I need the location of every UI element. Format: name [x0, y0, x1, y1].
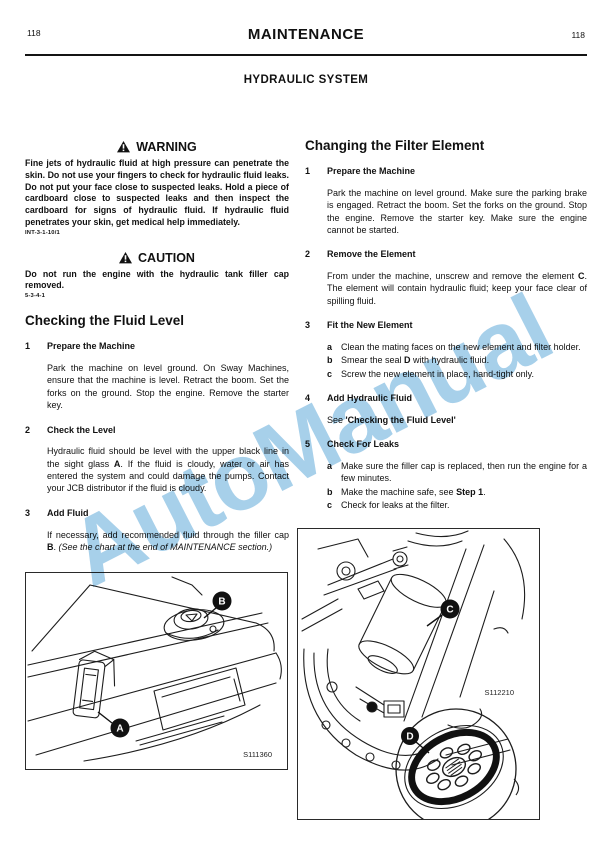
callout-filter-element: C: [426, 599, 460, 627]
step-check-for-leaks: 5 Check For Leaks a Make sure the filler…: [305, 439, 587, 511]
right-column: Changing the Filter Element 1 Prepare th…: [297, 136, 587, 820]
step-title: Fit the New Element: [327, 320, 413, 331]
step-title: Add Hydraulic Fluid: [327, 393, 413, 404]
step-prepare-machine-2: 1 Prepare the Machine Park the machine o…: [305, 166, 587, 236]
filter-element-illustration: S112210 C: [301, 529, 526, 819]
step-title: Remove the Element: [327, 249, 416, 260]
step-fit-new-element: 3 Fit the New Element a Clean the mating…: [305, 320, 587, 380]
step-number: 1: [25, 341, 31, 352]
step-title: Add Fluid: [47, 507, 89, 518]
heading-checking-fluid-level: Checking the Fluid Level: [25, 313, 185, 329]
step-title: Prepare the Machine: [47, 341, 136, 352]
page-number-right: 118: [571, 30, 585, 40]
step-number: 5: [305, 439, 311, 450]
warning-block: WARNING Fine jets of hydraulic fluid at …: [25, 140, 289, 236]
warning-code: INT-3-1-10/1: [25, 229, 60, 236]
figure-code-s111360: S111360: [243, 750, 272, 759]
step-number: 3: [305, 320, 311, 331]
sub-item-c: c Screw the new element in place, hand-t…: [327, 368, 534, 379]
step-prepare-machine: 1 Prepare the Machine Park the machine o…: [25, 341, 289, 411]
sub-item-b: b Smear the seal D with hydraulic fluid.: [327, 355, 490, 366]
page-number-left: 118: [27, 28, 41, 38]
section-title: HYDRAULIC SYSTEM: [243, 74, 369, 86]
step-body: From under the machine, unscrew and remo…: [327, 271, 587, 306]
step-check-level: 2 Check the Level Hydraulic fluid should…: [25, 425, 289, 495]
warning-label: WARNING: [136, 140, 197, 154]
fluid-level-illustration: B A S111360: [27, 576, 282, 762]
caution-block: CAUTION Do not run the engine with the h…: [25, 251, 289, 300]
step-title: Prepare the Machine: [327, 166, 416, 176]
sub-item-c: c Check for leaks at the filter.: [327, 500, 450, 511]
step-number: 2: [25, 424, 31, 435]
caution-heading: CAUTION: [25, 251, 289, 265]
callout-seal: D: [401, 726, 430, 754]
step-body: Hydraulic fluid should be level with the…: [47, 446, 289, 494]
left-column: WARNING Fine jets of hydraulic fluid at …: [25, 136, 289, 820]
caution-code: 5-3-4-1: [25, 293, 46, 300]
caution-text: Do not run the engine with the hydraulic…: [25, 268, 289, 291]
figure-label-c: C: [446, 604, 453, 615]
figure-label-b: B: [218, 597, 225, 608]
step-remove-element: 2 Remove the Element From under the mach…: [305, 249, 587, 307]
page-header: 118 MAINTENANCE 118: [25, 26, 587, 44]
step-add-hydraulic-fluid: 4 Add Hydraulic Fluid See 'Checking the …: [305, 393, 587, 426]
callout-filler-cap: B: [203, 591, 232, 619]
step-body: Park the machine on level ground. Make s…: [327, 187, 587, 235]
sub-item-a: a Clean the mating faces on the new elem…: [327, 341, 581, 352]
warning-text: Fine jets of hydraulic fluid at high pre…: [25, 158, 289, 227]
warning-triangle-icon: [117, 141, 131, 153]
caution-label: CAUTION: [138, 250, 195, 265]
figure-label-d: D: [406, 731, 413, 742]
header-rule: [25, 54, 587, 56]
warning-heading: WARNING: [25, 140, 289, 154]
step-number: 1: [305, 166, 311, 176]
sub-item-b: b Make the machine safe, see Step 1.: [327, 486, 486, 497]
step-body: If necessary, add recommended fluid thro…: [47, 529, 289, 552]
step-number: 2: [305, 249, 311, 260]
figure-filter-element: S112210 C: [297, 527, 540, 820]
step-title: Check the Level: [47, 424, 116, 435]
figure-label-a: A: [116, 724, 123, 735]
step-title: Check For Leaks: [327, 439, 400, 450]
two-column-layout: WARNING Fine jets of hydraulic fluid at …: [25, 136, 587, 820]
caution-triangle-icon: [119, 251, 133, 264]
step-add-fluid: 3 Add Fluid If necessary, add recommende…: [25, 508, 289, 554]
page-title: MAINTENANCE: [247, 26, 365, 43]
figure-fluid-level: B A S111360: [25, 572, 288, 771]
step-number: 3: [25, 507, 31, 518]
heading-changing-filter-element: Changing the Filter Element: [305, 138, 485, 153]
sub-item-a: a Make sure the filler cap is replaced, …: [327, 460, 587, 484]
step-number: 4: [305, 393, 311, 404]
step-body: See 'Checking the Fluid Level': [327, 414, 456, 425]
callout-sight-glass: A: [97, 711, 130, 738]
step-body: Park the machine on level ground. On Swa…: [47, 362, 289, 411]
figure-code-s112210: S112210: [485, 688, 514, 697]
